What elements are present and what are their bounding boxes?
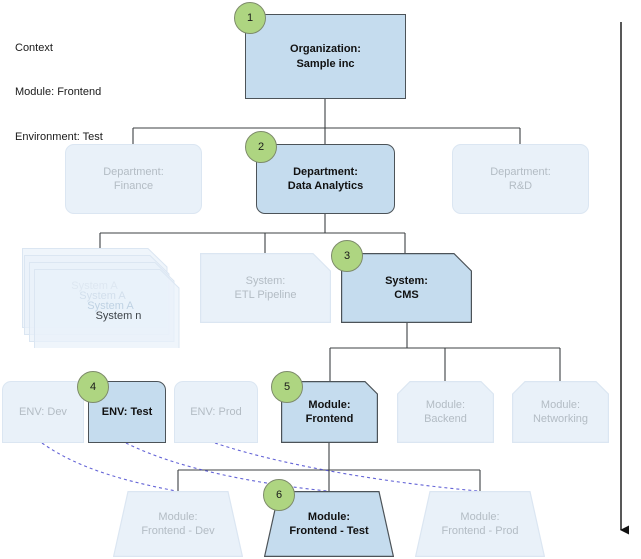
- node-module-frontend-label: Module: Frontend: [305, 398, 354, 425]
- node-module-backend-label: Module: Backend: [424, 398, 467, 425]
- node-system-cms[interactable]: System: CMS: [341, 253, 472, 323]
- node-env-prod-label: ENV: Prod: [190, 405, 242, 418]
- module-backend-shape: [397, 381, 494, 443]
- node-module-frontend[interactable]: Module: Frontend: [281, 381, 378, 443]
- node-system-etl-pipeline-label: System: ETL Pipeline: [234, 274, 297, 301]
- node-module-networking[interactable]: Module: Networking: [512, 381, 609, 443]
- node-module-frontend-test-label: Module: Frontend - Test: [289, 510, 369, 537]
- badge-step-3: 3: [331, 240, 363, 272]
- node-module-frontend-prod-label: Module: Frontend - Prod: [441, 510, 519, 537]
- node-env-dev[interactable]: ENV: Dev: [2, 381, 84, 443]
- node-module-networking-label: Module: Networking: [532, 398, 589, 425]
- system-stack-label-3: System n: [95, 310, 142, 322]
- system-stack-label-2: System A: [87, 300, 134, 312]
- system-cms-shape: [341, 253, 472, 323]
- system-stack-shapes: [22, 248, 180, 348]
- node-env-dev-label: ENV: Dev: [19, 405, 67, 418]
- node-organization-label: Organization: Sample inc: [290, 43, 361, 70]
- module-frontend-dev-shape: [113, 491, 243, 557]
- node-env-prod[interactable]: ENV: Prod: [174, 381, 258, 443]
- node-department-data-analytics-label: Department: Data Analytics: [287, 165, 364, 192]
- module-networking-shape: [512, 381, 609, 443]
- node-system-cms-label: System: CMS: [385, 274, 428, 301]
- system-etl-shape: [200, 253, 331, 323]
- system-stack-label-0: System A: [71, 280, 118, 292]
- node-department-data-analytics[interactable]: Department: Data Analytics: [256, 144, 395, 214]
- node-department-rd-label: Department: R&D: [490, 165, 551, 192]
- badge-step-4: 4: [77, 371, 109, 403]
- node-department-rd[interactable]: Department: R&D: [452, 144, 589, 214]
- context-line-2: Environment: Test: [15, 130, 103, 143]
- system-stack-label-1: System A: [79, 290, 126, 302]
- node-module-frontend-test[interactable]: Module: Frontend - Test: [264, 491, 394, 557]
- node-system-etl-pipeline[interactable]: System: ETL Pipeline: [200, 253, 331, 323]
- node-module-frontend-dev-label: Module: Frontend - Dev: [141, 510, 215, 537]
- node-department-finance[interactable]: Department: Finance: [65, 144, 202, 214]
- badge-step-6: 6: [263, 479, 295, 511]
- context-line-0: Context: [15, 41, 53, 54]
- node-module-frontend-dev[interactable]: Module: Frontend - Dev: [113, 491, 243, 557]
- node-organization[interactable]: Organization: Sample inc: [245, 14, 406, 99]
- badge-step-1: 1: [234, 2, 266, 34]
- node-module-backend[interactable]: Module: Backend: [397, 381, 494, 443]
- badge-step-2: 2: [245, 131, 277, 163]
- node-system-stack[interactable]: System A System A System A System n: [22, 248, 182, 348]
- module-frontend-test-shape: [264, 491, 394, 557]
- module-frontend-prod-shape: [415, 491, 545, 557]
- node-env-test-label: ENV: Test: [101, 405, 153, 418]
- node-department-finance-label: Department: Finance: [103, 165, 164, 192]
- context-caption: Context Module: Frontend Environment: Te…: [15, 11, 103, 174]
- node-module-frontend-prod[interactable]: Module: Frontend - Prod: [415, 491, 545, 557]
- context-line-1: Module: Frontend: [15, 86, 102, 99]
- badge-step-5: 5: [271, 371, 303, 403]
